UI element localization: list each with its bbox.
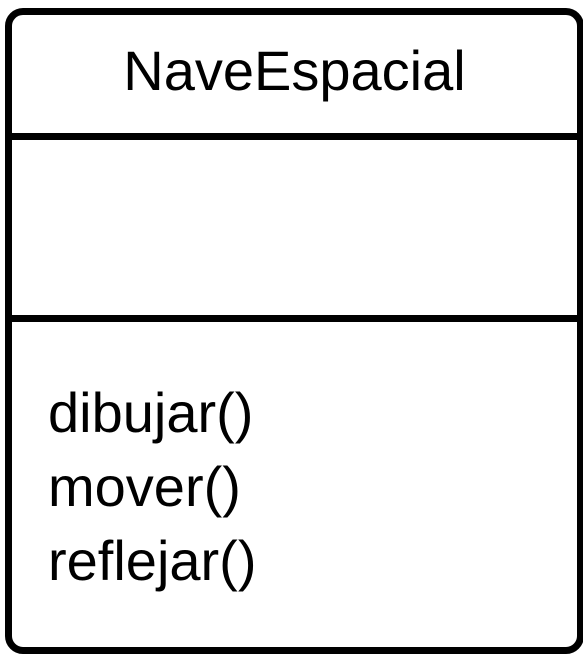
class-name: NaveEspacial bbox=[123, 39, 466, 102]
method-mover: mover() bbox=[48, 455, 241, 518]
class-name-section: NaveEspacial bbox=[12, 15, 577, 133]
methods-section: dibujar() mover() reflejar() bbox=[12, 322, 577, 647]
method-reflejar: reflejar() bbox=[48, 529, 257, 592]
attributes-methods-divider bbox=[12, 315, 577, 322]
uml-class-box: NaveEspacial dibujar() mover() reflejar(… bbox=[5, 8, 583, 654]
method-dibujar: dibujar() bbox=[48, 381, 254, 444]
attributes-section bbox=[12, 140, 577, 315]
name-attributes-divider bbox=[12, 133, 577, 140]
